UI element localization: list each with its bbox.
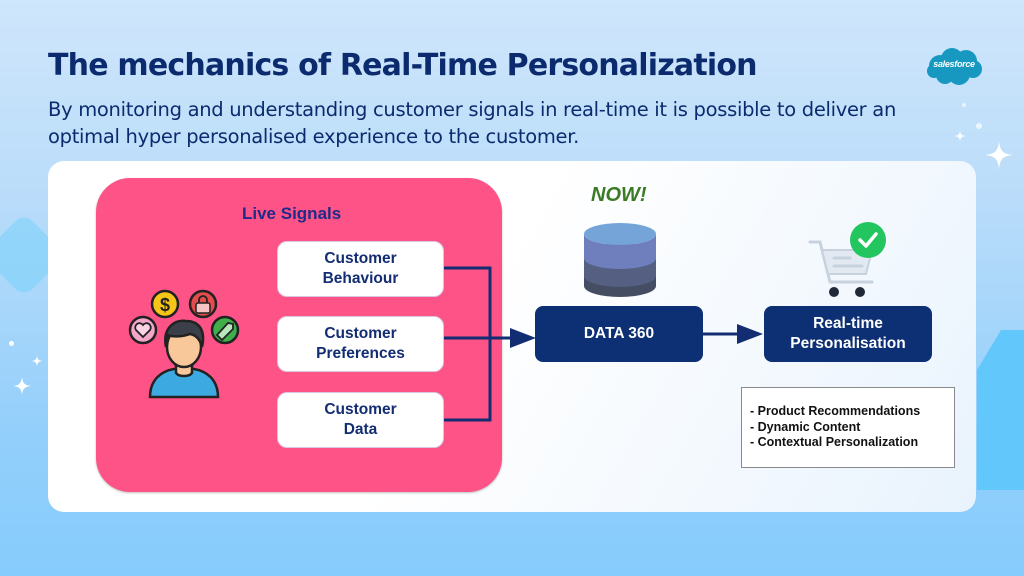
person-icon	[148, 319, 220, 399]
connector-behaviour	[444, 266, 492, 422]
arrow-head-to-personalisation	[737, 324, 763, 344]
lock-icon	[188, 289, 218, 319]
shopping-cart-check-icon	[808, 222, 886, 297]
signal-customer-data: Customer Data	[277, 392, 444, 448]
signal-customer-preferences: Customer Preferences	[277, 316, 444, 372]
signal-customer-behaviour: Customer Behaviour	[277, 241, 444, 297]
sparkle-dot	[962, 103, 966, 107]
outcomes-list: - Product Recommendations - Dynamic Cont…	[741, 387, 955, 468]
outcome-item: - Product Recommendations	[750, 404, 921, 418]
salesforce-logo-text: salesforce	[933, 59, 975, 69]
signal-label: Customer Preferences	[316, 325, 405, 362]
data-360-node: DATA 360	[535, 306, 703, 362]
sparkle-dot	[9, 341, 14, 346]
dollar-icon: $	[150, 289, 180, 319]
data-360-label: DATA 360	[583, 325, 655, 342]
now-label: NOW!	[591, 184, 647, 206]
page-subtitle: By monitoring and understanding customer…	[48, 98, 897, 148]
arrow-head-to-data	[510, 328, 536, 348]
sparkle-icon	[985, 141, 1013, 169]
database-icon	[584, 223, 656, 297]
realtime-personalisation-node: Real-time Personalisation	[764, 306, 932, 362]
live-signals-title: Live Signals	[242, 204, 342, 223]
outcome-item: - Contextual Personalization	[750, 435, 919, 449]
sparkle-icon	[31, 355, 43, 367]
sparkle-dot	[976, 123, 982, 129]
realtime-personalisation-label: Real-time Personalisation	[790, 315, 906, 352]
salesforce-logo: salesforce	[925, 47, 983, 85]
tag-icon	[210, 315, 240, 345]
sparkle-icon	[954, 130, 966, 142]
outcome-item: - Dynamic Content	[750, 419, 861, 434]
svg-text:$: $	[160, 295, 170, 315]
customer-with-signals-icon: $	[128, 289, 240, 399]
page-title: The mechanics of Real-Time Personalizati…	[48, 48, 758, 83]
signal-label: Customer Data	[324, 401, 397, 438]
heart-icon	[128, 315, 158, 345]
sparkle-icon	[12, 376, 32, 396]
signal-label: Customer Behaviour	[322, 250, 399, 287]
